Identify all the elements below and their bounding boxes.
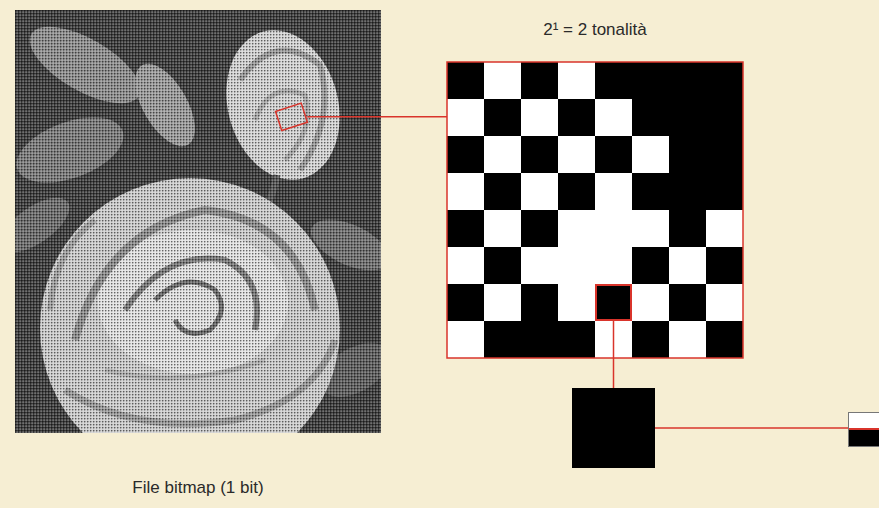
leader-line <box>655 427 848 429</box>
title: 2¹ = 2 tonalità <box>539 20 651 40</box>
photo-frame: File bitmap (1 bit) <box>15 10 381 498</box>
zoom-marker <box>276 103 308 130</box>
pixel-marker <box>596 285 631 320</box>
pixel-grid <box>447 62 743 358</box>
bit-icon <box>848 412 879 447</box>
pixel-grid-box: 2¹ = 2 tonalità <box>447 20 743 358</box>
zoom-connector <box>307 116 447 118</box>
rose-photo <box>15 10 381 433</box>
leader-line <box>613 321 615 388</box>
caption: File bitmap (1 bit) <box>128 478 267 498</box>
enlarged-pixel <box>572 388 655 468</box>
